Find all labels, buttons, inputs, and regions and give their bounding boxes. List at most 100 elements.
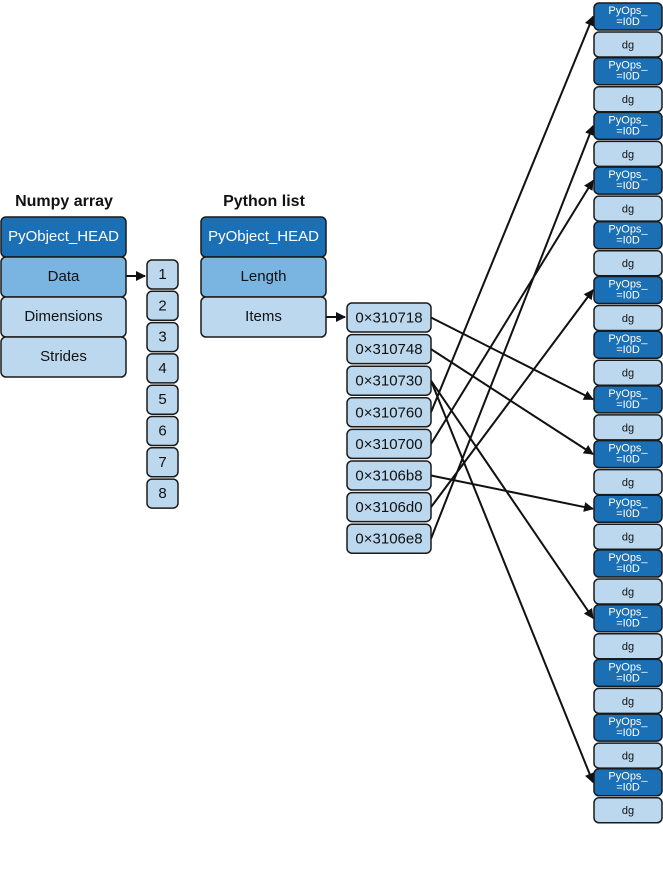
address-label: 0×310718	[355, 309, 422, 326]
list-field-label: Items	[245, 308, 282, 325]
object-head-label-1: PyOps_	[608, 333, 648, 345]
object-head-label-2: =I0D	[616, 71, 640, 83]
object-head-label-2: =I0D	[616, 180, 640, 192]
object-head-label-2: =I0D	[616, 618, 640, 630]
numpy-field-label: Strides	[40, 348, 87, 365]
address-to-object-arrow	[430, 316, 594, 401]
object-body-label: dg	[622, 39, 634, 51]
python-object-head	[593, 275, 663, 305]
object-head-label-2: =I0D	[616, 344, 640, 356]
object-head-label-2: =I0D	[616, 16, 640, 28]
data-value-cell	[146, 384, 179, 415]
python-object-head	[593, 2, 663, 31]
pointer-arrows	[126, 15, 595, 784]
address-label: 0×310748	[355, 341, 422, 358]
python-object-head	[593, 549, 663, 578]
object-head-label-1: PyOps_	[608, 661, 648, 673]
numpy-field-strides	[0, 336, 127, 378]
object-body-label: dg	[622, 477, 634, 489]
object-head-label-1: PyOps_	[608, 5, 648, 17]
object-head-label-1: PyOps_	[608, 169, 648, 181]
address-cell	[346, 333, 432, 365]
object-head-label-1: PyOps_	[608, 224, 648, 236]
address-label: 0×3106d0	[355, 499, 422, 516]
data-value-cell	[146, 321, 179, 353]
object-body-label: dg	[622, 94, 634, 106]
object-head-label-1: PyOps_	[608, 716, 648, 728]
boxes: Numpy arrayPyObject_HEADDataDimensionsSt…	[0, 2, 663, 824]
python-object-head	[593, 439, 663, 469]
list-field-label: Length	[241, 268, 287, 285]
object-body-label: dg	[622, 641, 634, 653]
object-body-label: dg	[622, 751, 634, 763]
address-label: 0×310760	[355, 404, 422, 421]
object-body-label: dg	[622, 368, 634, 380]
object-head-label-1: PyOps_	[608, 497, 648, 509]
address-cell	[346, 428, 432, 460]
numpy-field-label: Data	[48, 268, 80, 285]
python-object-head	[593, 603, 663, 633]
data-value-cell	[146, 353, 179, 384]
python-object-head	[593, 111, 663, 141]
address-cell	[346, 365, 432, 396]
data-value-label: 4	[158, 360, 166, 377]
python-object-head	[593, 166, 663, 195]
object-body-label: dg	[622, 204, 634, 216]
object-head-label-1: PyOps_	[608, 552, 648, 564]
address-cell	[346, 302, 432, 333]
object-head-label-2: =I0D	[616, 508, 640, 520]
object-head-label-2: =I0D	[616, 125, 640, 137]
python-object-head	[593, 385, 663, 414]
data-value-label: 8	[158, 485, 166, 502]
address-cell	[346, 491, 432, 523]
data-value-cell	[146, 447, 179, 478]
numpy-array-title: Numpy array	[15, 193, 113, 210]
object-head-label-2: =I0D	[616, 454, 640, 466]
data-value-cell	[146, 290, 179, 322]
object-head-label-1: PyOps_	[608, 607, 648, 619]
object-head-label-2: =I0D	[616, 235, 640, 247]
object-head-label-1: PyOps_	[608, 443, 648, 455]
python-object-head	[593, 56, 663, 86]
python-list-title: Python list	[223, 193, 305, 210]
python-object-head	[593, 713, 663, 742]
data-value-label: 1	[158, 266, 166, 283]
address-to-object-arrow	[430, 380, 594, 620]
object-head-label-1: PyOps_	[608, 114, 648, 126]
python-object-head	[593, 658, 663, 688]
address-to-object-arrow	[430, 348, 594, 455]
object-body-label: dg	[622, 149, 634, 161]
object-head-label-2: =I0D	[616, 782, 640, 794]
address-to-object-arrow	[430, 380, 595, 784]
object-head-label-2: =I0D	[616, 563, 640, 575]
python-object-head	[593, 494, 663, 524]
address-to-object-arrow	[430, 15, 595, 413]
object-head-label-2: =I0D	[616, 727, 640, 739]
address-to-object-arrow	[430, 474, 594, 512]
object-head-label-2: =I0D	[616, 672, 640, 684]
object-body-label: dg	[622, 532, 634, 544]
address-label: 0×3106b8	[355, 467, 422, 484]
python-object-body	[593, 797, 663, 824]
object-body-label: dg	[622, 696, 634, 708]
python-object-head	[593, 768, 663, 797]
object-body-label: dg	[622, 313, 634, 325]
data-value-label: 6	[158, 422, 166, 439]
data-value-label: 2	[158, 297, 166, 314]
list-field-label: PyObject_HEAD	[208, 228, 319, 245]
data-value-label: 7	[158, 454, 166, 471]
object-head-label-1: PyOps_	[608, 60, 648, 72]
object-head-label-2: =I0D	[616, 399, 640, 411]
address-cell	[346, 460, 432, 491]
object-head-label-2: =I0D	[616, 289, 640, 301]
data-value-cell	[146, 415, 179, 447]
address-label: 0×310700	[355, 436, 422, 453]
object-head-label-1: PyOps_	[608, 278, 648, 290]
address-label: 0×3106e8	[355, 531, 422, 548]
data-value-label: 3	[158, 329, 166, 346]
object-body-label: dg	[622, 258, 634, 270]
address-cell	[346, 523, 432, 554]
numpy-field-label: PyObject_HEAD	[8, 228, 119, 245]
address-label: 0×310730	[355, 373, 422, 390]
